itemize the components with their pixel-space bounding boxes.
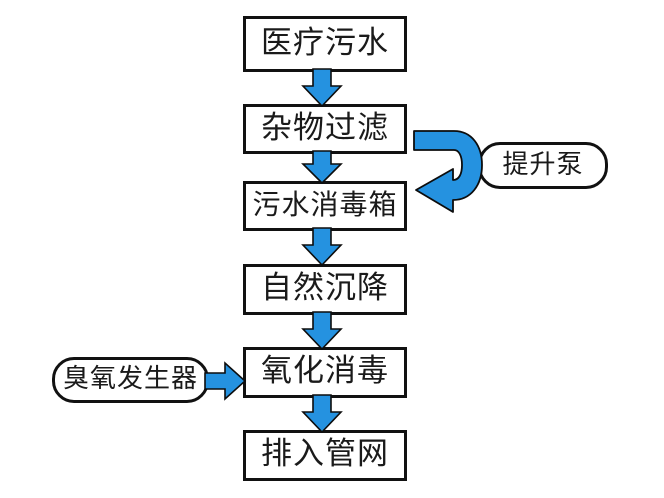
arrow-down-icon-source-to-filter	[301, 68, 343, 108]
node-ozone-label: 臭氧发生器	[62, 364, 198, 394]
node-filter-label: 杂物过滤	[261, 109, 389, 146]
node-filter[interactable]: 杂物过滤	[243, 104, 407, 154]
node-oxidize[interactable]: 氧化消毒	[243, 347, 407, 398]
node-source-label: 医疗污水	[261, 24, 389, 61]
arrow-down-icon-filter-to-disinfect	[301, 150, 343, 185]
node-source[interactable]: 医疗污水	[243, 16, 407, 72]
arrow-down-icon-disinfect-to-settle	[301, 227, 343, 267]
node-settle-label: 自然沉降	[261, 270, 389, 306]
arrow-down-icon-oxidize-to-outlet	[301, 394, 343, 434]
arrow-right-icon-ozone-to-oxidize	[204, 361, 247, 401]
arrow-down-icon-settle-to-oxidize	[301, 311, 343, 351]
node-ozone[interactable]: 臭氧发生器	[52, 357, 209, 403]
arrow-curved-icon-pump-to-disinfect	[408, 128, 488, 223]
node-outlet[interactable]: 排入管网	[243, 430, 407, 481]
node-pump-label: 提升泵	[502, 149, 584, 180]
node-disinfect-label: 污水消毒箱	[252, 188, 398, 221]
node-oxidize-label: 氧化消毒	[261, 353, 389, 389]
node-outlet-label: 排入管网	[261, 436, 389, 472]
node-pump[interactable]: 提升泵	[478, 142, 608, 189]
node-settle[interactable]: 自然沉降	[243, 264, 407, 315]
node-disinfect[interactable]: 污水消毒箱	[243, 181, 407, 231]
